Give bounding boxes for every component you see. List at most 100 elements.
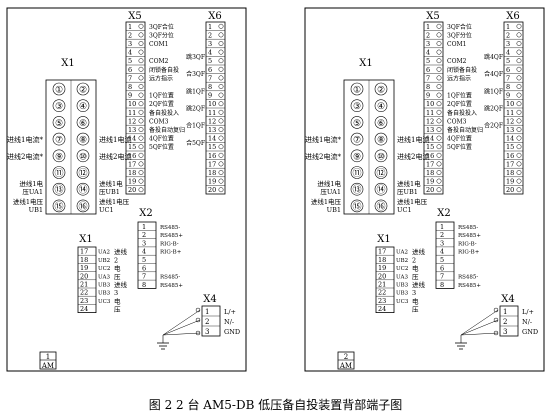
x2-num: 1: [142, 223, 146, 231]
x4-title: X4: [501, 294, 514, 305]
x4-label: GND: [522, 328, 538, 336]
x5-label: 备自投投入: [447, 109, 477, 117]
x1-left-label: 进线1电: [19, 179, 43, 188]
x6-screw: [516, 32, 522, 38]
x1-pin-ring: [350, 82, 364, 96]
ground-dot: [195, 317, 201, 323]
x1-pin: ⑭: [78, 185, 87, 196]
x6-num: 18: [208, 169, 216, 177]
x2-label: RS485-: [160, 275, 180, 281]
x6-num: 8: [506, 83, 510, 91]
x1-pin-ring: [374, 149, 388, 163]
x6-num: 2: [208, 31, 212, 39]
x4-num: 1: [503, 308, 507, 316]
x1-left-label: 进线2电流*: [305, 152, 341, 161]
x1b-num: 19: [378, 264, 386, 272]
x5-label: 5QF位置: [447, 143, 472, 151]
x5-screw: [436, 41, 442, 46]
x1b-side-label: 进线: [412, 247, 426, 256]
x6-num: 18: [506, 169, 514, 177]
x5-screw: [436, 32, 442, 38]
x5-label: 备自投投入: [149, 109, 179, 117]
x4-label: N/-: [522, 318, 532, 326]
x1-pin: ④: [79, 102, 87, 112]
ground-wire: [162, 309, 201, 336]
x5-screw: [436, 178, 442, 184]
x1-right-label: 压UB1: [397, 188, 418, 196]
x5-num: 17: [128, 160, 136, 168]
x1-left-label: UB1: [327, 206, 341, 214]
x5-screw: [138, 66, 144, 72]
x6-num: 17: [208, 160, 216, 168]
x5-screw: [138, 109, 144, 115]
x6-num: 4: [506, 49, 510, 57]
x6-screw: [516, 187, 522, 193]
x1b-num: 24: [80, 305, 88, 313]
x6-label: 跳1QF: [484, 87, 503, 95]
x6-screw: [516, 161, 522, 167]
x1b-side-label: 压: [412, 306, 419, 314]
x1-left-label: 进线1电流*: [7, 135, 43, 144]
x1-pin-ring: [374, 182, 388, 196]
x6-num: 8: [208, 83, 212, 91]
x5-label: 2QF位置: [447, 100, 472, 108]
x5-num: 12: [128, 117, 136, 125]
x1b-title: X1: [79, 234, 92, 245]
x5-screw: [138, 84, 144, 89]
x2-label: RIG-B-: [160, 241, 179, 247]
x1b-side-label: 进线: [114, 247, 128, 256]
x4-label: N/-: [224, 318, 234, 326]
x1-pin: ⑪: [352, 168, 361, 179]
ground-wire: [162, 319, 201, 336]
x6-screw: [218, 118, 224, 124]
x6-screw: [218, 178, 224, 184]
x6-num: 9: [506, 92, 510, 100]
x5-screw: [138, 101, 144, 107]
x4-title: X4: [203, 294, 216, 305]
x2-title: X2: [437, 208, 450, 219]
x6-num: 19: [506, 178, 514, 186]
x1-pin-ring: [374, 199, 388, 213]
x5-num: 1: [426, 23, 430, 31]
x1-right-label: 进线1电: [99, 179, 123, 188]
x1-right-label: 压UB1: [99, 188, 120, 196]
x1-left-label: UB1: [29, 206, 43, 214]
x6-num: 3: [208, 40, 212, 48]
x5-num: 9: [426, 92, 430, 100]
x2-num: 7: [142, 273, 146, 281]
ground-wire: [460, 332, 499, 336]
x1b-num: 22: [80, 289, 88, 297]
x5-screw: [138, 144, 144, 150]
x1-pin: ⑭: [376, 185, 385, 196]
x1b-num: 20: [378, 272, 386, 280]
x5-screw: [436, 144, 442, 150]
x1b-pin-label: UB3: [98, 283, 111, 289]
x2-num: 5: [142, 256, 146, 264]
x1b-side-label: 电: [114, 296, 121, 305]
x1-pin: ⑧: [377, 136, 385, 146]
x5-label: COM3: [149, 118, 169, 125]
x6-num: 11: [506, 109, 514, 117]
x1-pin: ②: [79, 86, 87, 96]
x1-pin-ring: [350, 99, 364, 112]
x6-label: 跳2QF: [484, 105, 503, 113]
x6-num: 5: [506, 57, 510, 65]
x4-num: 1: [205, 308, 209, 316]
x5-screw: [436, 23, 442, 29]
x5-num: 6: [128, 66, 132, 74]
x2-label: RS485+: [458, 233, 481, 239]
x6-screw: [218, 109, 224, 115]
x6-screw: [218, 32, 224, 38]
x5-screw: [436, 127, 442, 132]
x1b-num: 23: [80, 297, 88, 305]
x6-num: 20: [208, 186, 216, 194]
x1-pin: ⑬: [54, 185, 63, 196]
x1-pin: ⑤: [55, 119, 63, 129]
x6-label: 跳4QF: [484, 53, 503, 61]
x6-screw: [218, 49, 224, 55]
x5-screw: [138, 41, 144, 46]
x1-pin: ⑨: [55, 152, 63, 162]
x6-screw: [516, 23, 522, 29]
